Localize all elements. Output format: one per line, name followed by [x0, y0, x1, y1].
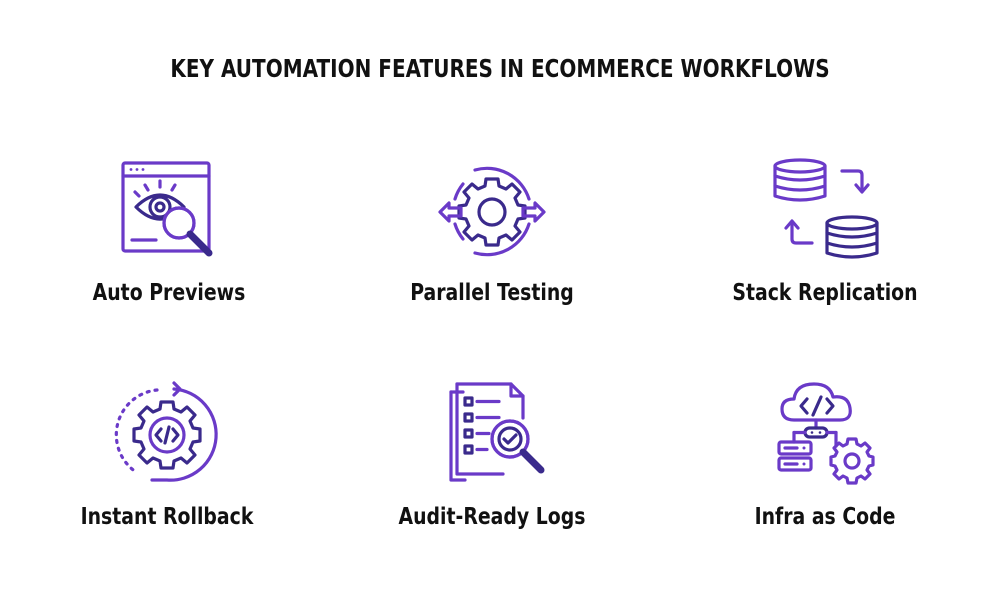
feature-label: Parallel Testing — [410, 280, 574, 306]
page-title: KEY AUTOMATION FEATURES IN ECOMMERCE WOR… — [170, 54, 830, 83]
checklist-magnifier-icon — [449, 382, 545, 482]
feature-label: Auto Previews — [92, 280, 246, 306]
feature-auto-previews: Auto Previews — [19, 157, 319, 347]
gear-bidirectional-arrows-icon — [438, 166, 546, 257]
feature-audit-ready-logs: Audit-Ready Logs — [342, 380, 642, 570]
feature-label: Infra as Code — [754, 504, 896, 530]
gear-code-rollback-icon — [114, 381, 218, 482]
feature-infra-as-code: Infra as Code — [675, 380, 975, 570]
feature-parallel-testing: Parallel Testing — [342, 157, 642, 347]
feature-instant-rollback: Instant Rollback — [17, 380, 317, 570]
cloud-code-server-gear-icon — [777, 382, 875, 485]
browser-eye-magnifier-icon — [121, 161, 213, 257]
feature-label: Stack Replication — [732, 280, 918, 306]
database-sync-icon — [773, 158, 879, 259]
feature-label: Audit-Ready Logs — [398, 504, 586, 530]
feature-label: Instant Rollback — [80, 504, 254, 530]
feature-stack-replication: Stack Replication — [675, 157, 975, 347]
